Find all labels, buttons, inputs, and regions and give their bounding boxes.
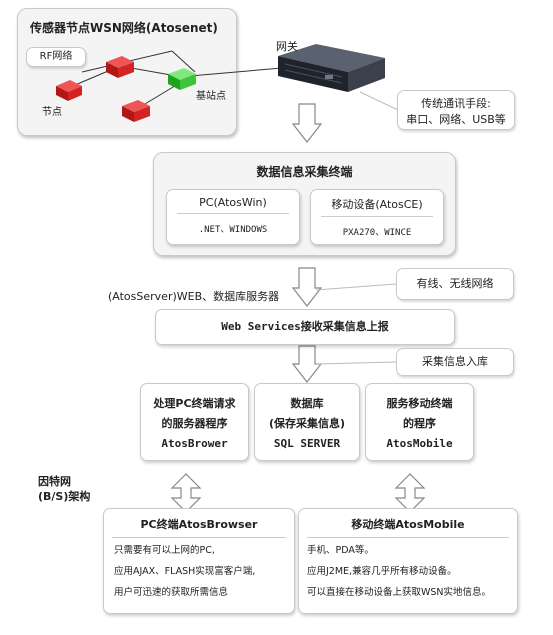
architecture-label: 因特网 (B/S)架构 [38,474,90,504]
rf-network-label: RF网络 [26,47,86,67]
pc-client-box: PC终端AtosBrowser 只需要有可以上网的PC, 应用AJAX、FLAS… [103,508,295,614]
collection-terminal-panel: 数据信息采集终端 PC(AtosWin) .NET、WINDOWS 移动设备(A… [153,152,456,256]
sensor-node-icon [56,80,82,101]
pc-terminal-box: PC(AtosWin) .NET、WINDOWS [166,189,300,245]
pc-client-title: PC终端AtosBrowser [140,518,258,531]
pc-server-line2: 的服务器程序 [161,417,228,430]
pc-terminal-desc: .NET、WINDOWS [198,225,268,235]
pc-server-box: 处理PC终端请求 的服务器程序 AtosBrower [140,383,249,461]
down-arrow-icon [291,103,323,143]
down-arrow-icon [291,267,323,307]
comm-callout-line1: 传统通讯手段: [421,97,491,110]
mobile-client-box: 移动终端AtosMobile 手机、PDA等。 应用J2ME,兼容几乎所有移动设… [298,508,518,614]
pc-client-line: 只需要有可以上网的PC, [114,545,215,556]
mobile-device-box: 移动设备(AtosCE) PXA270、WINCE [310,189,444,245]
mobile-client-line: 手机、PDA等。 [307,545,374,556]
web-services-box: Web Services接收采集信息上报 [155,309,455,345]
pc-server-line1: 处理PC终端请求 [153,397,236,410]
mobile-client-line: 应用J2ME,兼容几乎所有移动设备。 [307,566,457,577]
down-arrow-icon [291,345,323,383]
gateway-server-icon [278,44,385,92]
mobile-service-box: 服务移动终端 的程序 AtosMobile [365,383,474,461]
comm-callout: 传统通讯手段: 串口、网络、USB等 [397,90,515,130]
double-arrow-icon [170,473,202,513]
sensor-network-title: 传感器节点WSN网络(Atosenet) [30,21,218,35]
mobile-client-title: 移动终端AtosMobile [351,518,465,531]
node-label: 节点 [42,107,62,118]
gateway-label: 网关 [276,40,298,53]
pc-client-line: 用户可迅速的获取所需信息 [114,587,229,598]
mobile-service-line2: 的程序 [403,417,436,430]
network-callout: 有线、无线网络 [396,268,514,300]
base-station-icon [168,68,196,90]
mobile-device-desc: PXA270、WINCE [342,228,412,238]
architecture-label-line2: (B/S)架构 [38,490,91,503]
sensor-node-icon [122,100,150,122]
base-station-label: 基站点 [196,91,226,102]
mobile-client-line: 可以直接在移动设备上获取WSN实地信息。 [307,587,492,598]
sensor-node-icon [106,56,134,78]
database-line1: 数据库 [290,397,324,410]
mobile-service-line1: 服务移动终端 [386,397,453,410]
database-line3: SQL SERVER [273,437,341,450]
store-callout: 采集信息入库 [396,348,514,376]
collection-terminal-title: 数据信息采集终端 [256,165,353,179]
pc-terminal-title: PC(AtosWin) [199,196,267,209]
database-line2: (保存采集信息) [268,417,346,430]
server-title: (AtosServer)WEB、数据库服务器 [108,290,280,303]
database-box: 数据库 (保存采集信息) SQL SERVER [254,383,360,461]
pc-client-line: 应用AJAX、FLASH实现富客户端, [114,566,256,577]
comm-callout-line2: 串口、网络、USB等 [406,113,506,126]
double-arrow-icon [394,473,426,513]
mobile-device-title: 移动设备(AtosCE) [331,198,423,211]
architecture-label-line1: 因特网 [38,475,71,488]
mobile-service-line3: AtosMobile [386,437,453,450]
pc-server-line3: AtosBrower [161,437,228,450]
